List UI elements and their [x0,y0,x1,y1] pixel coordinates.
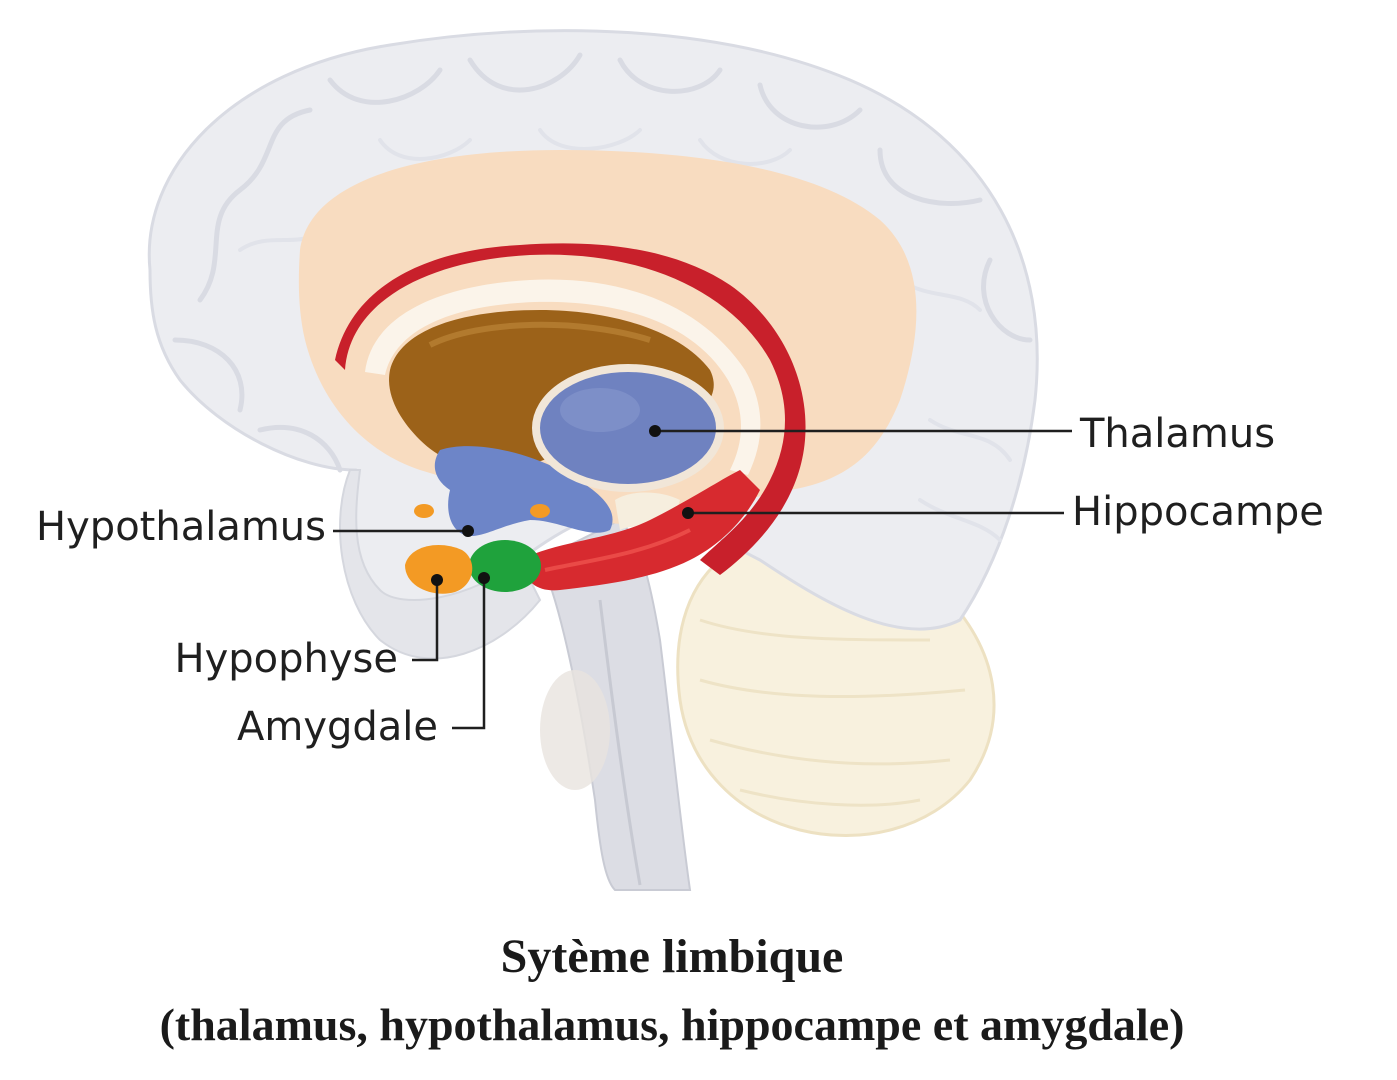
brainstem [538,518,692,891]
leader-hypophyse [412,574,443,662]
caption-title: Sytème limbique [501,930,844,983]
hypophyse-structure [405,504,550,594]
hippocampe-structure [520,470,760,591]
label-amygdale: Amygdale [237,704,438,750]
leader-amygdale [452,572,490,730]
caption-subtitle: (thalamus, hypothalamus, hippocampe et a… [160,999,1185,1050]
leader-hippocampe [682,507,1064,519]
label-hypothalamus: Hypothalamus [36,504,326,550]
label-hypophyse: Hypophyse [175,636,398,682]
leader-thalamus [649,425,1072,437]
hypothalamus-structure [434,446,613,537]
leader-hypothalamus [333,525,474,537]
label-hippocampe: Hippocampe [1072,489,1324,535]
amygdale-structure [469,540,541,592]
thalamus-structure [532,364,724,492]
label-thalamus: Thalamus [1079,411,1275,457]
